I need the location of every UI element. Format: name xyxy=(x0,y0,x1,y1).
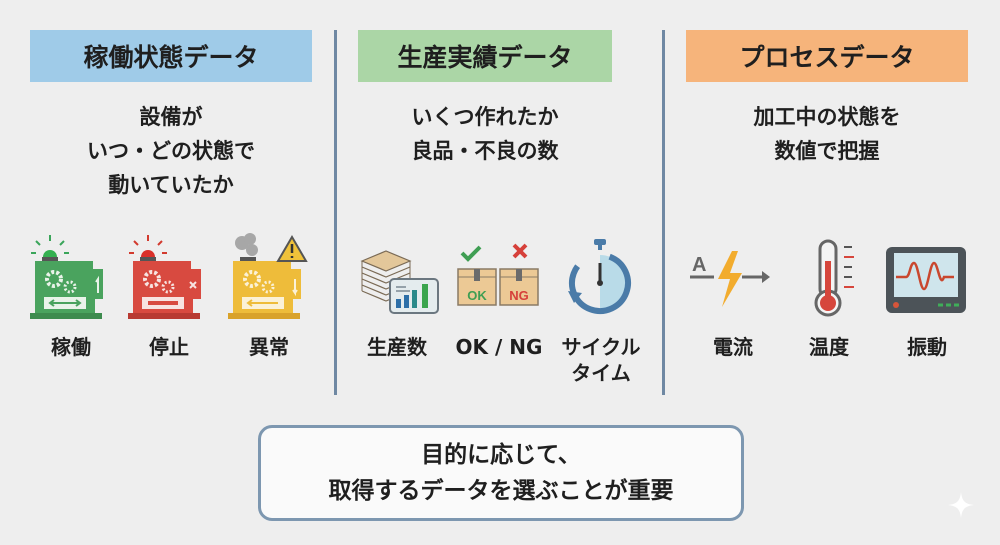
label-cycle-time: サイクルタイム xyxy=(546,334,656,386)
header-production-results-data: 生産実績データ xyxy=(358,30,612,82)
subtitle-line: 数値で把握 xyxy=(774,139,880,163)
subtitle-line: 加工中の状態を xyxy=(753,105,901,129)
label-line: サイクル xyxy=(561,335,641,359)
label-ok-ng: OK / NG xyxy=(455,335,543,359)
column-divider xyxy=(334,30,337,395)
production-count-icon xyxy=(352,232,442,324)
label-production-count: 生産数 xyxy=(367,335,427,359)
subtitle-line: 設備が xyxy=(139,105,203,129)
subtitle-line: いつ・どの状態で xyxy=(87,139,255,163)
header-operating-status-data: 稼働状態データ xyxy=(30,30,312,82)
column-divider xyxy=(662,30,665,395)
ok-text: OK xyxy=(467,288,487,303)
machine-running-icon xyxy=(28,232,118,324)
sparkle-icon xyxy=(948,492,974,518)
subtitle-line: いくつ作れたか xyxy=(411,105,559,129)
machine-stopped-icon xyxy=(126,232,216,324)
machine-alarm-icon xyxy=(226,232,316,324)
ok-ng-box-icon: OK NG xyxy=(452,232,542,324)
vibration-monitor-icon xyxy=(882,232,972,324)
label-running: 稼働 xyxy=(51,335,91,359)
label-current: 電流 xyxy=(713,335,753,359)
conclusion-line: 取得するデータを選ぶことが重要 xyxy=(328,478,674,504)
stopwatch-icon xyxy=(556,232,646,324)
label-temperature: 温度 xyxy=(809,335,849,359)
current-icon: A xyxy=(688,232,778,324)
ng-text: NG xyxy=(509,288,529,303)
label-line: タイム xyxy=(571,361,631,385)
subtitle-line: 動いていたか xyxy=(108,173,234,197)
label-vibration: 振動 xyxy=(907,335,947,359)
subtitle-production: いくつ作れたか 良品・不良の数 xyxy=(358,100,612,168)
conclusion-line: 目的に応じて、 xyxy=(421,442,581,468)
header-process-data: プロセスデータ xyxy=(686,30,968,82)
subtitle-line: 良品・不良の数 xyxy=(411,139,559,163)
ampere-text: A xyxy=(692,254,706,276)
label-stopped: 停止 xyxy=(149,335,189,359)
subtitle-operating: 設備が いつ・どの状態で 動いていたか xyxy=(30,100,312,202)
label-alarm: 異常 xyxy=(249,335,289,359)
conclusion-box: 目的に応じて、 取得するデータを選ぶことが重要 xyxy=(258,425,744,521)
subtitle-process: 加工中の状態を 数値で把握 xyxy=(686,100,968,168)
thermometer-icon xyxy=(790,232,880,324)
